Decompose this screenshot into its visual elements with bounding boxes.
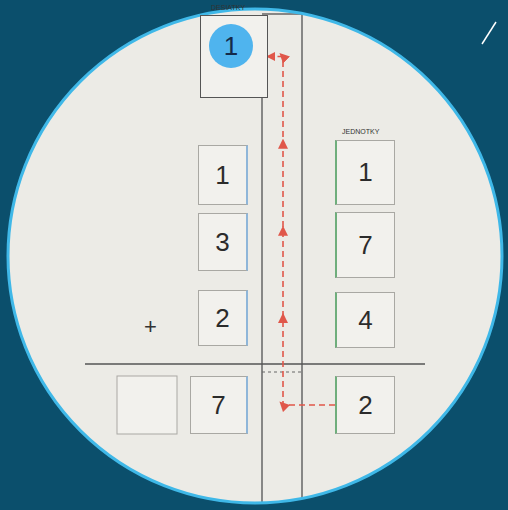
digit: 1 xyxy=(358,157,372,188)
column-heading: DESIATKY xyxy=(211,4,245,11)
digit: 2 xyxy=(215,303,229,334)
digit-box: 7 xyxy=(335,212,395,278)
decor-stroke xyxy=(482,22,496,44)
digit-box: 1 xyxy=(335,140,395,205)
digit-box: 4 xyxy=(335,292,395,348)
digit: 1 xyxy=(215,160,229,191)
result-box: 2 xyxy=(335,376,395,434)
digit: 7 xyxy=(211,390,225,421)
digit: 7 xyxy=(358,230,372,261)
digit-box: 2 xyxy=(198,290,248,346)
digit-box: 1 xyxy=(198,145,248,205)
carry-digit: 1 xyxy=(209,24,253,68)
digit: 2 xyxy=(358,390,372,421)
plus-sign: + xyxy=(144,314,157,340)
carry-box: 1 xyxy=(200,15,268,98)
result-box: 7 xyxy=(190,376,248,434)
column-strip xyxy=(262,14,302,505)
circle-frame xyxy=(8,9,502,503)
empty-box xyxy=(117,376,177,434)
digit: 4 xyxy=(358,305,372,336)
column-heading: JEDNOTKY xyxy=(342,128,379,135)
digit-box: 3 xyxy=(198,213,248,271)
sum-rule xyxy=(85,363,425,365)
digit: 3 xyxy=(215,227,229,258)
dashed-rule xyxy=(262,372,302,373)
carry-arrow xyxy=(268,57,335,406)
